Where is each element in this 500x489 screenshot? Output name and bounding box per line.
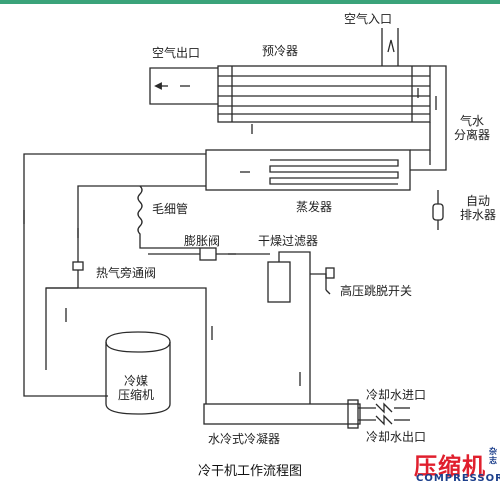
label-capillary: 毛细管 bbox=[152, 202, 189, 216]
label-compressor: 冷媒 压缩机 bbox=[118, 374, 154, 402]
label-condenser: 水冷式冷凝器 bbox=[208, 432, 281, 446]
brand-logo-cn: 压缩机 bbox=[414, 454, 486, 480]
auto-drain bbox=[432, 190, 444, 230]
air-outlet-duct bbox=[149, 67, 218, 105]
evaporator bbox=[205, 149, 411, 191]
label-cooling-water-out: 冷却水出口 bbox=[366, 430, 427, 444]
suction-line bbox=[23, 153, 206, 397]
label-cooling-water-in: 冷却水进口 bbox=[366, 388, 427, 402]
drier-filter bbox=[267, 251, 335, 404]
compressor bbox=[105, 331, 171, 415]
separator-duct bbox=[410, 65, 447, 171]
label-auto-drain-line1: 自动 bbox=[466, 194, 491, 208]
discharge-line bbox=[45, 287, 301, 404]
label-air-inlet: 空气入口 bbox=[344, 12, 393, 26]
hot-gas-bypass-valve bbox=[72, 261, 84, 288]
precooler bbox=[180, 65, 431, 134]
label-precooler: 预冷器 bbox=[262, 44, 299, 58]
label-auto-drain-line2: 排水器 bbox=[460, 208, 497, 222]
brand-logo-mag: 杂志 bbox=[489, 447, 497, 465]
label-compressor-line2: 压缩机 bbox=[118, 388, 155, 402]
label-hot-gas-bypass: 热气旁通阀 bbox=[96, 266, 157, 280]
expansion-valve-line bbox=[148, 247, 270, 261]
label-separator-line2: 分离器 bbox=[454, 128, 491, 142]
label-auto-drain: 自动 排水器 bbox=[460, 194, 496, 222]
label-expansion-valve: 膨胀阀 bbox=[184, 234, 221, 248]
top-accent-bar bbox=[0, 0, 500, 4]
label-air-outlet: 空气出口 bbox=[152, 46, 201, 60]
label-separator: 气水 分离器 bbox=[454, 114, 490, 142]
brand-logo-en: COMPRESSOR bbox=[416, 473, 500, 484]
diagram-caption: 冷干机工作流程图 bbox=[197, 464, 302, 479]
label-drier-filter: 干燥过滤器 bbox=[258, 234, 319, 248]
label-compressor-line1: 冷媒 bbox=[124, 374, 149, 388]
label-high-pressure-switch: 高压跳脱开关 bbox=[340, 284, 413, 298]
capillary-path bbox=[77, 185, 206, 262]
label-evaporator: 蒸发器 bbox=[296, 200, 333, 214]
air-inlet-duct bbox=[381, 28, 399, 66]
label-separator-line1: 气水 bbox=[460, 114, 485, 128]
condenser bbox=[203, 399, 410, 429]
